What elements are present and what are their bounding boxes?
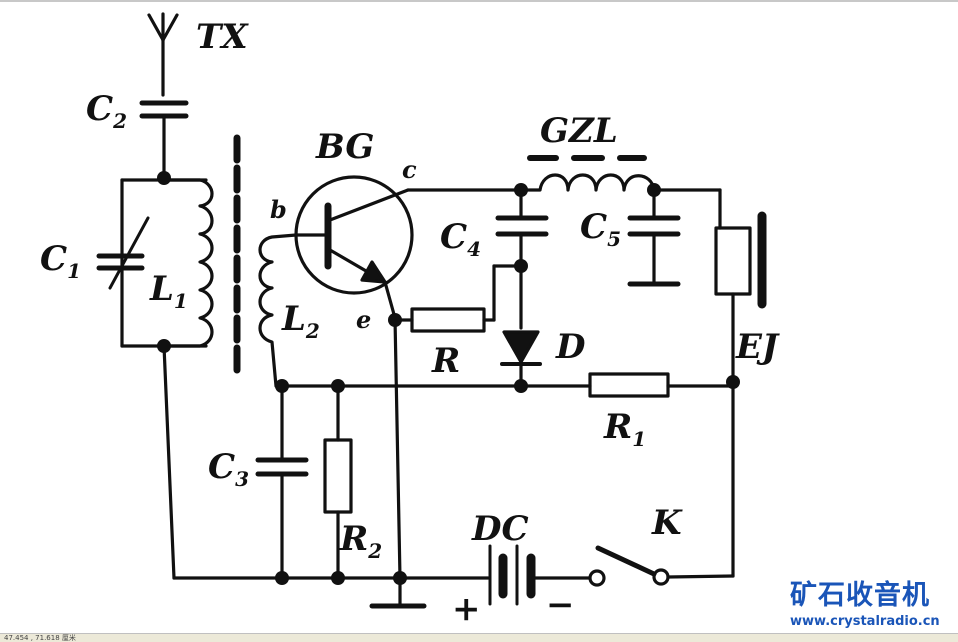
tuned-circuit-c1-l1 (96, 178, 214, 580)
label-r2: R2 (339, 519, 382, 563)
diode-d (500, 264, 542, 384)
label-c2: C2 (86, 89, 127, 133)
capacitor-c5 (627, 188, 681, 287)
label-c3: C3 (208, 447, 249, 491)
emitter-lead (393, 316, 402, 580)
pin-label-c: c (402, 155, 417, 184)
label-bg: BG (315, 127, 374, 167)
pin-label-e: e (356, 305, 371, 334)
status-bar: 47.454 , 71.618 厘米 (0, 633, 958, 642)
antenna-symbol (147, 12, 179, 97)
capacitor-c4 (495, 188, 549, 268)
capacitor-c3 (255, 384, 309, 580)
label-tx: TX (196, 17, 249, 57)
label-ej: EJ (735, 327, 780, 367)
label-k: K (651, 503, 683, 543)
switch-k (588, 545, 735, 587)
capacitor-c2 (139, 100, 189, 180)
label-plus: + (452, 589, 481, 629)
label-r: R (431, 341, 460, 381)
label-c1: C1 (40, 239, 81, 283)
earphone-ej (714, 188, 767, 384)
choke-gzl (519, 155, 722, 192)
label-d: D (555, 327, 586, 367)
label-c5: C5 (580, 207, 621, 251)
battery-dc (488, 544, 592, 606)
coil-l2 (258, 233, 298, 388)
label-minus: − (546, 585, 575, 625)
watermark-url: www.crystalradio.cn (790, 614, 940, 629)
resistor-r (396, 307, 486, 333)
label-l1: L1 (149, 269, 188, 313)
top-border (0, 0, 958, 2)
watermark-logo: 矿石收音机 www.crystalradio.cn (790, 580, 958, 630)
label-r1: R1 (603, 407, 646, 451)
pin-label-b: b (270, 195, 287, 224)
label-l2: L2 (281, 299, 320, 343)
label-dc: DC (471, 509, 529, 549)
label-gzl: GZL (540, 111, 618, 151)
transistor-bg (294, 175, 523, 320)
watermark-title: 矿石收音机 (790, 580, 930, 611)
status-coordinates: 47.454 , 71.618 厘米 (4, 634, 76, 642)
label-c4: C4 (440, 217, 481, 261)
junction-dots (157, 171, 740, 585)
resistor-r1 (519, 372, 735, 578)
resistor-r2 (323, 384, 353, 580)
